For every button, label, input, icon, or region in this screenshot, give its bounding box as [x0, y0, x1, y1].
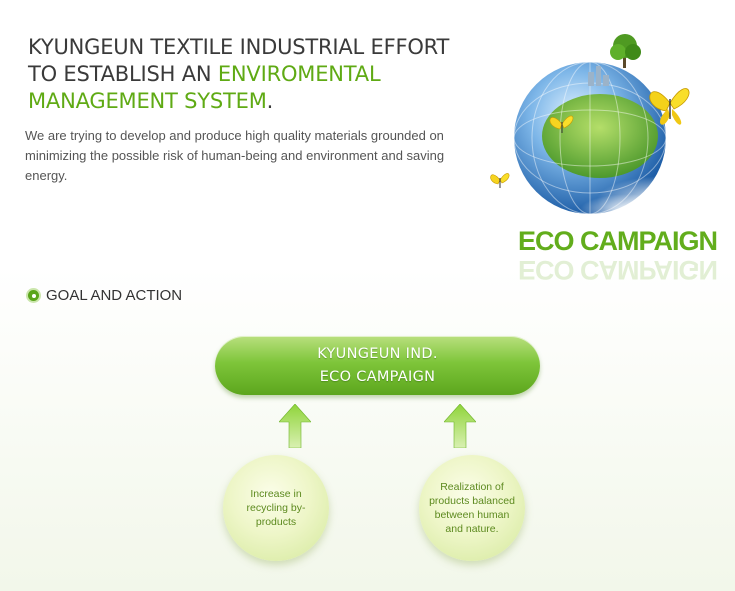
- tree-icon: [610, 34, 641, 68]
- cloud-2: [580, 194, 680, 226]
- headline-highlight-2: MANAGEMENT SYSTEM: [28, 89, 267, 113]
- butterfly-medium-icon: [549, 115, 574, 133]
- headline-line1: KYUNGEUN TEXTILE INDUSTRIAL EFFORT: [28, 35, 450, 59]
- section-heading: GOAL AND ACTION: [28, 287, 182, 304]
- goal-circle-balance: Realization of products balanced between…: [419, 455, 525, 561]
- eco-campaign-badge: ECO CAMPAIGN: [518, 226, 718, 256]
- buildings-icon: [588, 66, 609, 86]
- headline-highlight-1: ENVIROMENTAL: [217, 62, 381, 86]
- circle-bullet-icon: [28, 290, 39, 301]
- page-headline: KYUNGEUN TEXTILE INDUSTRIAL EFFORT TO ES…: [28, 34, 449, 115]
- eco-campaign-box: KYUNGEUN IND. ECO CAMPAIGN: [215, 336, 540, 395]
- headline-line2-prefix: TO ESTABLISH AN: [28, 62, 218, 86]
- goal-circle-recycling: Increase in recycling by-products: [223, 455, 329, 561]
- up-arrow-icon: [444, 404, 476, 448]
- headline-line3-suffix: .: [266, 89, 274, 113]
- up-arrow-icon: [279, 404, 311, 448]
- eco-box-line2: ECO CAMPAIGN: [319, 368, 436, 385]
- butterfly-large-icon: [649, 88, 690, 125]
- goal-circle-text: Increase in recycling by-products: [246, 488, 306, 528]
- globe-grass: [542, 94, 658, 178]
- globe-butterfly-illustration: [480, 28, 733, 268]
- eco-box-line1: KYUNGEUN IND.: [317, 345, 438, 362]
- intro-text: We are trying to develop and produce hig…: [25, 128, 445, 183]
- globe-illustration-svg: [490, 34, 733, 226]
- butterfly-small-icon: [490, 173, 510, 188]
- section-title: GOAL AND ACTION: [46, 287, 183, 304]
- goal-circle-text: Realization of products balanced between…: [429, 481, 515, 535]
- eco-campaign-reflection: ECO CAMPAIGN: [518, 255, 718, 285]
